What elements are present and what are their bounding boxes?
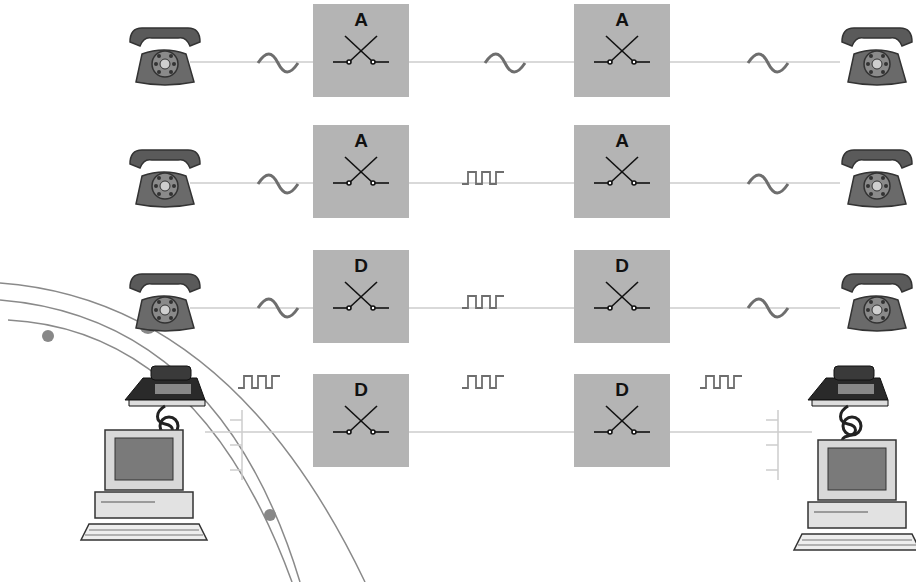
switch-box: D (313, 374, 409, 467)
switch-box: A (313, 125, 409, 218)
switch-type-letter: D (313, 374, 409, 401)
switch-type-letter: A (313, 125, 409, 152)
switch-box: D (313, 250, 409, 343)
trunk-line (409, 61, 574, 63)
switch-box: A (574, 125, 670, 218)
switch-type-letter: A (574, 4, 670, 31)
switch-box: D (574, 374, 670, 467)
switch-type-letter: D (313, 250, 409, 277)
switch-box: D (574, 250, 670, 343)
switch-type-letter: D (574, 374, 670, 401)
switch-type-letter: A (574, 125, 670, 152)
switch-type-letter: D (574, 250, 670, 277)
switch-type-letter: A (313, 4, 409, 31)
switch-box: A (574, 4, 670, 97)
trunk-line (409, 431, 574, 433)
switch-box: A (313, 4, 409, 97)
